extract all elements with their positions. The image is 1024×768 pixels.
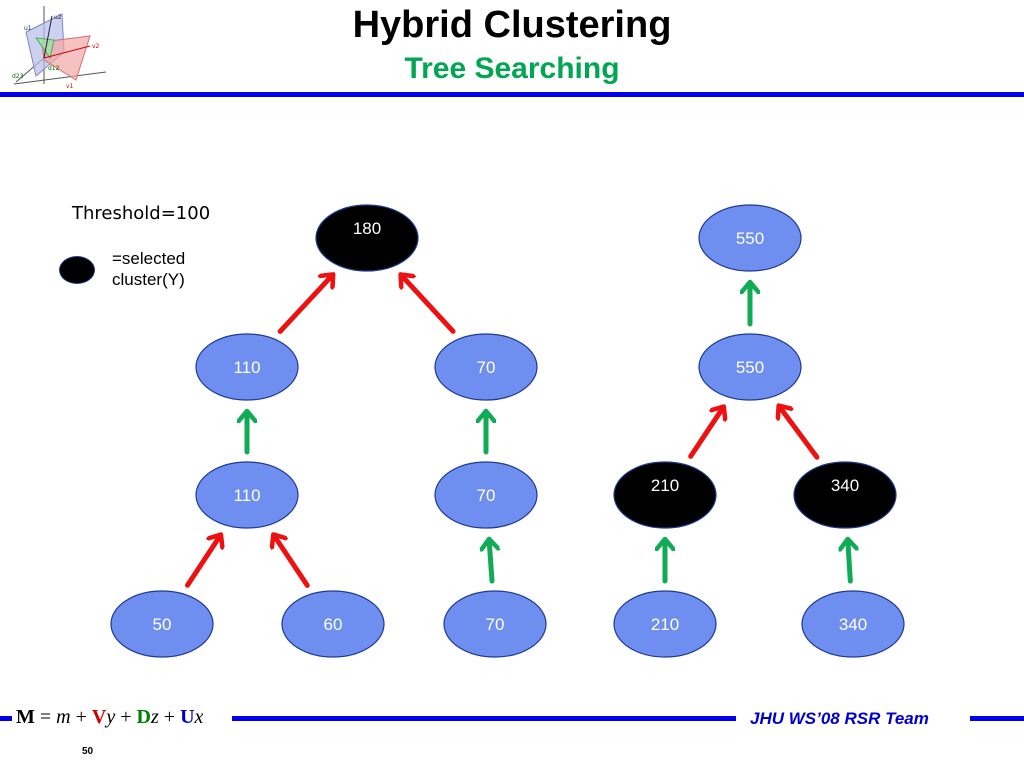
cluster-node: [698, 333, 802, 401]
cluster-node: [195, 333, 299, 401]
node-value-label: 210: [651, 476, 679, 495]
tree-node-n210a: 210: [613, 461, 717, 529]
formula-V: V: [91, 706, 107, 728]
tree-edge-n70a-to-n180: [401, 275, 456, 334]
cluster-node: [613, 590, 717, 658]
tree-node-n180: 180: [315, 204, 419, 272]
formula-U: U: [180, 706, 195, 728]
slide-subtitle: Tree Searching: [404, 52, 620, 85]
node-value-label: 340: [839, 615, 867, 634]
legend-selected-swatch: [59, 256, 95, 284]
thumb-label: u1: [24, 25, 32, 32]
tree-node-n550a: 550: [698, 204, 802, 272]
cluster-node: [110, 590, 214, 658]
cluster-node: [281, 590, 385, 658]
thumb-label: v2: [92, 43, 100, 50]
footer-rule-middle: [232, 716, 736, 721]
thumb-label: d23: [12, 73, 24, 80]
legend-line-1: =selected: [112, 249, 186, 268]
formula-z: z: [150, 706, 159, 728]
cluster-node: [443, 590, 547, 658]
node-value-label: 210: [651, 615, 679, 634]
footer-team-credit: JHU WS’08 RSR Team: [750, 709, 929, 728]
header-rule: [0, 92, 1024, 97]
selected-cluster-node: [793, 461, 897, 529]
node-value-label: 340: [831, 476, 859, 495]
tree-node-n70c: 70: [443, 590, 547, 658]
tree-node-n210b: 210: [613, 590, 717, 658]
cluster-node: [195, 461, 299, 529]
formula-plus: +: [158, 706, 181, 728]
formula-m: m: [56, 706, 71, 728]
node-value-label: 70: [477, 486, 496, 505]
legend-text: =selected cluster(Y): [112, 248, 185, 290]
cluster-node: [434, 461, 538, 529]
tree-edge-n110a-to-n180: [277, 275, 332, 334]
formula-plus: +: [115, 706, 137, 728]
node-value-label: 70: [477, 358, 496, 377]
tree-node-n550b: 550: [698, 333, 802, 401]
formula-M: M: [16, 706, 35, 728]
model-formula: M = m + Vy + Dz + Ux: [16, 706, 203, 729]
cluster-node: [698, 204, 802, 272]
tree-node-n70b: 70: [434, 461, 538, 529]
threshold-label: Threshold=100: [72, 203, 211, 224]
tree-edge-n210a-to-n550b: [688, 407, 724, 459]
cluster-node: [801, 590, 905, 658]
tree-node-n60: 60: [281, 590, 385, 658]
page-number: 50: [82, 746, 94, 757]
selected-cluster-node: [315, 204, 419, 272]
tree-edge-n60-to-n110b: [274, 535, 310, 588]
node-value-label: 180: [353, 219, 381, 238]
tree-edge-n340b-to-n340a: [848, 540, 851, 584]
footer-rule-left: [0, 716, 12, 721]
tree-node-n110a: 110: [195, 333, 299, 401]
tree-edge-n50-to-n110b: [185, 535, 221, 588]
footer-rule-right: [970, 716, 1024, 721]
legend-line-2: cluster(Y): [112, 270, 185, 289]
clustering-thumbnail-figure: u2 u1 v2 d12 d23 v1: [12, 6, 107, 90]
thumb-label: d12: [48, 65, 60, 72]
formula-D: D: [136, 706, 151, 728]
tree-edge-n340a-to-n550b: [779, 406, 820, 460]
slide-title: Hybrid Clustering: [352, 4, 672, 46]
selected-cluster-node: [613, 461, 717, 529]
formula-plus: +: [70, 706, 92, 728]
node-value-label: 550: [736, 229, 764, 248]
node-value-label: 70: [486, 615, 505, 634]
cluster-node: [434, 333, 538, 401]
tree-node-n340b: 340: [801, 590, 905, 658]
node-value-label: 550: [736, 358, 764, 377]
formula-equals: =: [34, 706, 57, 728]
tree-node-n50: 50: [110, 590, 214, 658]
thumb-label: v1: [66, 83, 74, 90]
node-value-label: 50: [153, 615, 172, 634]
tree-edge-n70c-to-n70b: [489, 540, 492, 584]
node-value-label: 60: [324, 615, 343, 634]
tree-node-n70a: 70: [434, 333, 538, 401]
tree-node-n340a: 340: [793, 461, 897, 529]
formula-y: y: [106, 706, 116, 728]
thumb-label: u2: [54, 14, 62, 21]
node-value-label: 110: [233, 358, 260, 377]
node-value-label: 110: [233, 486, 260, 505]
formula-x: x: [194, 706, 204, 728]
tree-node-n110b: 110: [195, 461, 299, 529]
